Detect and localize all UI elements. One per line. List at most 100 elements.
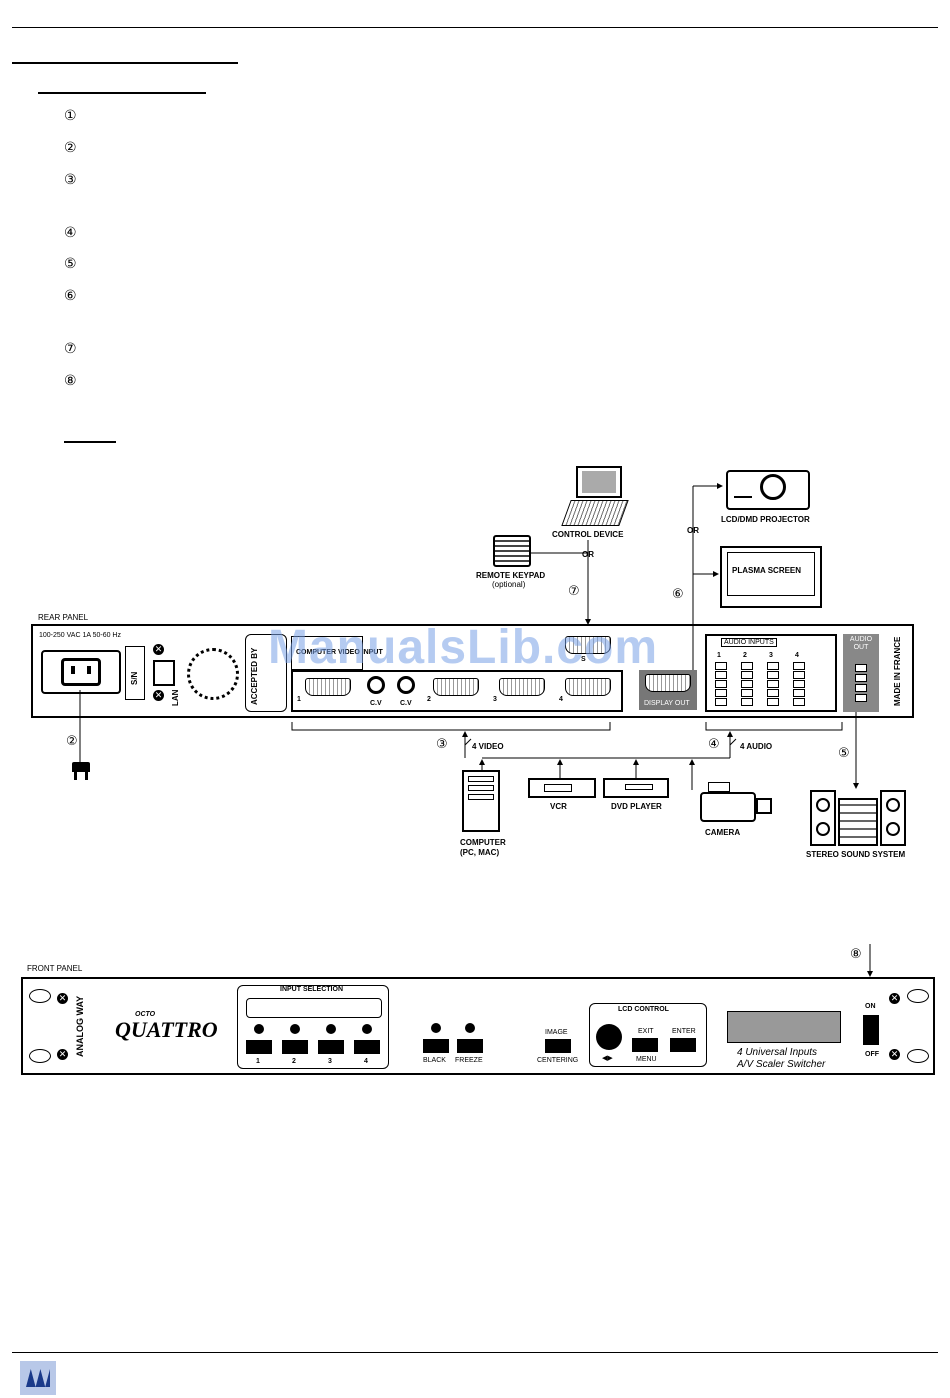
plasma-screen-label: PLASMA SCREEN (732, 566, 802, 575)
camera-label: CAMERA (705, 828, 741, 837)
serial-number-plate: S/N (125, 646, 145, 700)
bottom-rule (12, 1352, 938, 1353)
cv-label-2: C.V (400, 700, 412, 707)
jog-knob[interactable] (596, 1024, 622, 1050)
bnc-cv-1 (367, 676, 385, 694)
input-section (291, 670, 623, 712)
step-7: ⑦ (64, 341, 77, 357)
step-8: ⑧ (64, 373, 77, 389)
brand-label: ANALOG WAY (75, 995, 85, 1057)
vga-input-4 (565, 678, 611, 696)
control-device-label: CONTROL DEVICE (552, 530, 624, 539)
step-8-marker: ⑧ (850, 947, 862, 962)
cv-label-1: C.V (370, 700, 382, 707)
stereo-label: STEREO SOUND SYSTEM (806, 850, 906, 859)
or-label-1: OR (582, 550, 594, 559)
step-6: ⑥ (64, 288, 77, 304)
fan-vent (187, 648, 239, 700)
accepted-by-panel: ACCEPTED BY (245, 634, 287, 712)
input-led-4 (362, 1024, 372, 1034)
step-4: ④ (64, 225, 77, 241)
video-bus-label: 4 VIDEO (472, 742, 504, 751)
off-label: OFF (865, 1051, 879, 1058)
on-label: ON (865, 1003, 876, 1010)
rack-hole (907, 989, 929, 1003)
dvd-player-label: DVD PLAYER (611, 802, 662, 811)
input-button-3[interactable] (318, 1040, 344, 1054)
exit-label: EXIT (638, 1028, 654, 1035)
image-label: IMAGE (545, 1029, 568, 1036)
input-led-3 (326, 1024, 336, 1034)
input-button-4[interactable] (354, 1040, 380, 1054)
bnc-cv-2 (397, 676, 415, 694)
vga-input-2 (433, 678, 479, 696)
screw-icon: ✕ (153, 644, 164, 655)
dvd-player-icon (603, 778, 669, 798)
desc-line-1: 4 Universal Inputs (737, 1047, 818, 1058)
step-5-marker: ⑤ (838, 746, 850, 761)
s-label: S (581, 656, 586, 663)
vga-input-3 (499, 678, 545, 696)
image-centering-button[interactable] (545, 1039, 571, 1053)
audio-number-4: 4 (795, 652, 799, 659)
section-heading-underline (12, 62, 238, 64)
computer-video-input-label: COMPUTER VIDEO INPUT (291, 636, 383, 670)
watermark: ManualsLib.com (268, 621, 659, 674)
logo-small: OCTO (135, 1011, 156, 1018)
input-label-1: 1 (256, 1058, 260, 1065)
input-button-2[interactable] (282, 1040, 308, 1054)
audio-bus-label: 4 AUDIO (740, 742, 773, 751)
enter-button[interactable] (670, 1038, 696, 1052)
or-label-2: OR (687, 526, 699, 535)
lcd-control-group: LCD CONTROL ◀▶ EXIT MENU ENTER (589, 1003, 707, 1067)
rear-panel-title: REAR PANEL (38, 613, 89, 622)
input-number-3: 3 (493, 696, 497, 703)
front-panel-title: FRONT PANEL (27, 964, 83, 973)
analog-way-logo-icon (20, 1361, 56, 1395)
screw-icon: ✕ (57, 1049, 68, 1060)
step-2-marker: ② (66, 734, 78, 749)
computer-note: (PC, MAC) (460, 848, 500, 857)
freeze-button[interactable] (457, 1039, 483, 1053)
input-number-4: 4 (559, 696, 563, 703)
audio-number-2: 2 (743, 652, 747, 659)
input-button-1[interactable] (246, 1040, 272, 1054)
input-led-1 (254, 1024, 264, 1034)
projector-label: LCD/DMD PROJECTOR (721, 515, 810, 524)
remote-keypad-note: (optional) (492, 580, 526, 589)
black-button[interactable] (423, 1039, 449, 1053)
input-selection-group: INPUT SELECTION 1 2 3 4 (237, 985, 389, 1069)
top-rule (12, 27, 938, 28)
power-switch[interactable] (863, 1015, 879, 1045)
black-label: BLACK (423, 1057, 446, 1064)
logo-big: QUATTRO (115, 1017, 218, 1042)
step-3-marker: ③ (436, 737, 448, 752)
vcr-label: VCR (550, 802, 567, 811)
exit-button[interactable] (632, 1038, 658, 1052)
input-display (246, 998, 382, 1018)
screw-icon: ✕ (889, 1049, 900, 1060)
menu-label: MENU (636, 1056, 657, 1063)
step-1: ① (64, 108, 77, 124)
power-inlet (41, 650, 121, 694)
power-spec: 100-250 VAC 1A 50-60 Hz (39, 632, 121, 639)
audio-number-3: 3 (769, 652, 773, 659)
rack-hole (907, 1049, 929, 1063)
note-underline (64, 441, 116, 443)
step-7-marker: ⑦ (568, 584, 580, 599)
lan-label: LAN (171, 689, 180, 706)
step-3: ③ (64, 172, 77, 188)
step-4-marker: ④ (708, 737, 720, 752)
vga-input-1 (305, 678, 351, 696)
subsection-heading-underline (38, 92, 206, 94)
rack-hole (29, 989, 51, 1003)
input-label-3: 3 (328, 1058, 332, 1065)
front-panel: ✕ ✕ ANALOG WAY OCTO QUATTRO INPUT SELECT… (21, 977, 935, 1075)
vcr-icon (528, 778, 596, 798)
black-led (431, 1023, 441, 1033)
arrows-icon: ◀▶ (602, 1055, 613, 1062)
step-6-marker: ⑥ (672, 587, 684, 602)
vga-serial (565, 636, 611, 654)
rear-panel: 100-250 VAC 1A 50-60 Hz S/N ✕ ✕ LAN ACCE… (31, 624, 914, 718)
input-label-2: 2 (292, 1058, 296, 1065)
